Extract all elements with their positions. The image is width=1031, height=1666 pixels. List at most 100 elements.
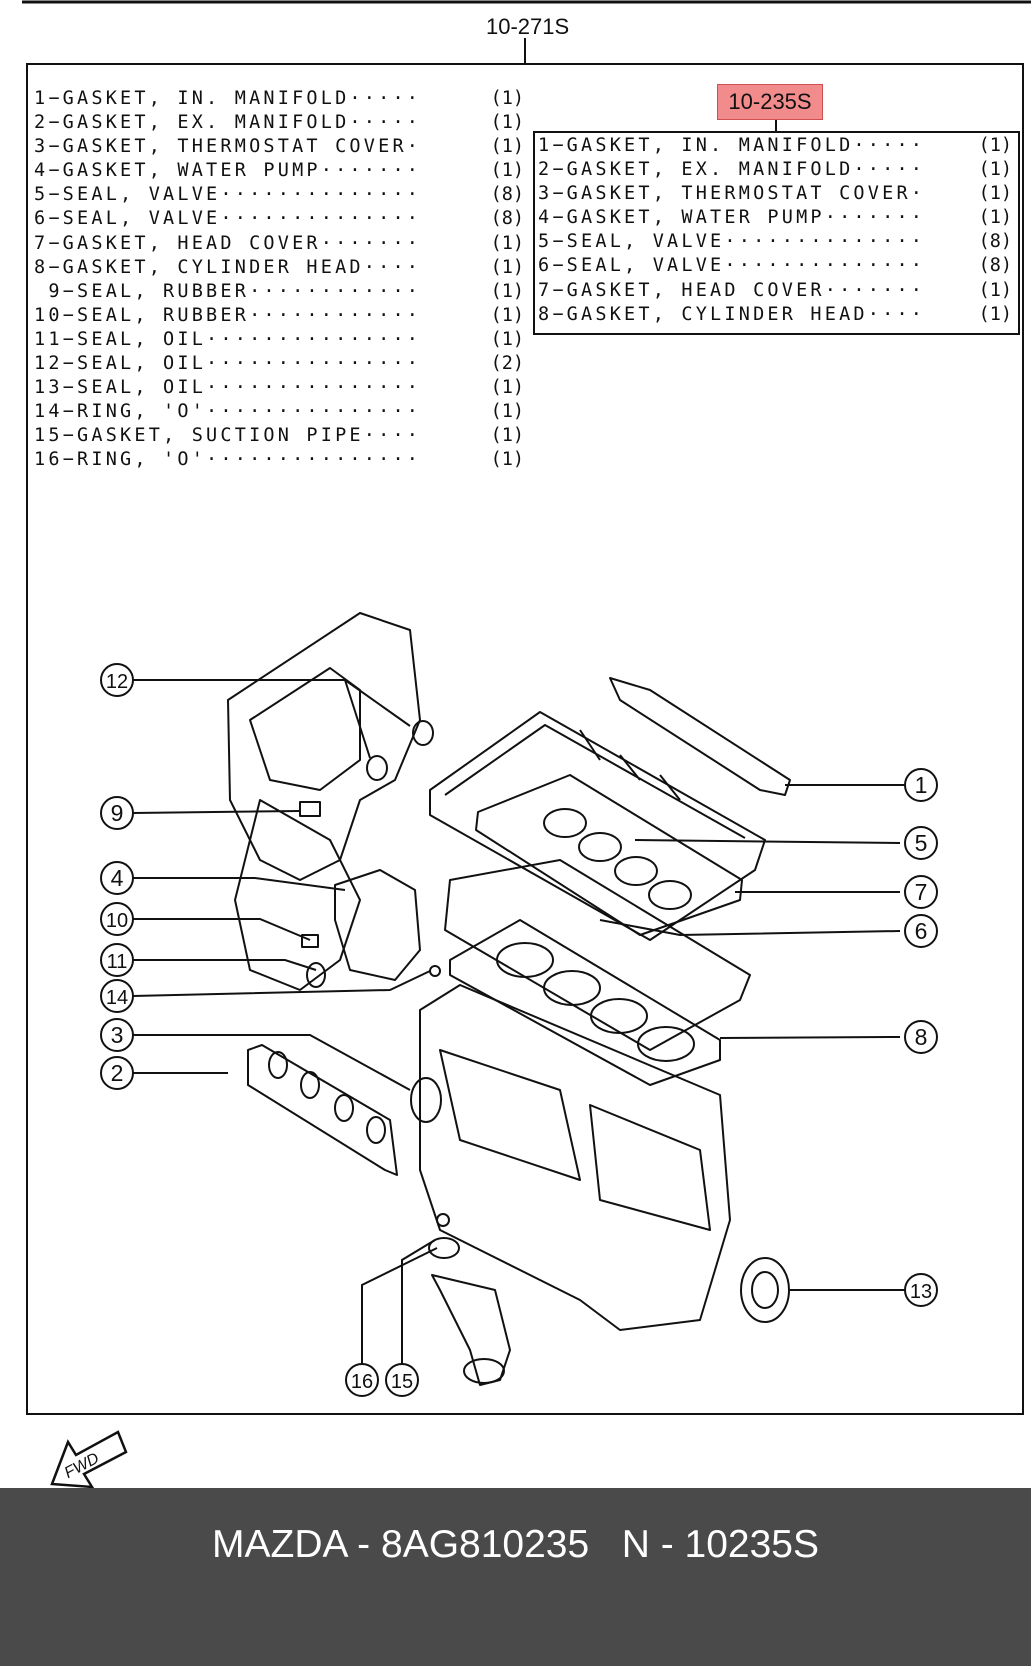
- callout-7: 7: [904, 875, 938, 909]
- parts-list-item: 7−GASKET, HEAD COVER·······(1): [538, 279, 1012, 303]
- part-name: 11−SEAL, OIL···············: [34, 328, 422, 350]
- part-quantity: (8): [978, 231, 1012, 253]
- callout-14: 14: [100, 979, 134, 1013]
- parts-list-item: 14−RING, 'O'··············· (1): [34, 400, 524, 424]
- part-name: 5−SEAL, VALVE··············: [538, 231, 926, 253]
- part-quantity: (2): [490, 353, 524, 375]
- sub-kit-code: 10-235S: [717, 84, 823, 120]
- part-name: 8−GASKET, CYLINDER HEAD····: [538, 303, 926, 325]
- part-quantity: (1): [490, 377, 524, 399]
- part-name: 3−GASKET, THERMOSTAT COVER·: [538, 183, 926, 205]
- part-quantity: (1): [490, 304, 524, 326]
- part-quantity: (1): [490, 280, 524, 302]
- part-name: 6−SEAL, VALVE··············: [34, 208, 422, 230]
- parts-list-item: 2−GASKET, EX. MANIFOLD·····(1): [538, 158, 1012, 182]
- main-kit-code: 10-271S: [486, 14, 570, 39]
- part-name: 1−GASKET, IN. MANIFOLD·····: [538, 135, 926, 156]
- callout-13: 13: [904, 1273, 938, 1307]
- part-name: 5−SEAL, VALVE··············: [34, 184, 422, 206]
- part-name: 2−GASKET, EX. MANIFOLD·····: [34, 112, 422, 134]
- callout-5: 5: [904, 826, 938, 860]
- part-name: 1−GASKET, IN. MANIFOLD·····: [34, 88, 422, 109]
- callout-10: 10: [100, 902, 134, 936]
- diagram-frame: [26, 63, 1024, 1415]
- part-name: 7−GASKET, HEAD COVER·······: [538, 279, 926, 301]
- svg-text:2: 2: [111, 1060, 124, 1086]
- part-quantity: (8): [490, 184, 524, 206]
- part-name: 15−GASKET, SUCTION PIPE····: [34, 425, 422, 447]
- fwd-arrow-icon: FWD: [50, 1430, 128, 1489]
- part-name: 8−GASKET, CYLINDER HEAD····: [34, 256, 422, 278]
- part-quantity: (1): [490, 232, 524, 254]
- parts-list-item: 2−GASKET, EX. MANIFOLD·····(1): [34, 111, 524, 135]
- svg-text:12: 12: [106, 671, 128, 693]
- callout-2: 2: [100, 1056, 134, 1090]
- callout-12: 12: [100, 663, 134, 697]
- part-quantity: (1): [978, 303, 1012, 325]
- callout-11: 11: [100, 943, 134, 977]
- part-quantity: (1): [490, 401, 524, 423]
- parts-list-item: 9−SEAL, RUBBER············ (1): [34, 280, 524, 304]
- callout-8: 8: [904, 1020, 938, 1054]
- svg-text:15: 15: [391, 1371, 413, 1393]
- callout-leaders: [132, 679, 905, 1366]
- svg-text:7: 7: [915, 879, 928, 905]
- parts-list-item: 6−SEAL, VALVE·············· (8): [538, 254, 1012, 278]
- part-name: 3−GASKET, THERMOSTAT COVER·: [34, 136, 422, 158]
- part-name: 16−RING, 'O'···············: [34, 449, 422, 471]
- parts-list-item: 5−SEAL, VALVE·············· (8): [538, 230, 1012, 254]
- parts-list-item: 3−GASKET, THERMOSTAT COVER·(1): [34, 135, 524, 159]
- callout-6: 6: [904, 914, 938, 948]
- parts-list-item: 15−GASKET, SUCTION PIPE····(1): [34, 424, 524, 448]
- part-quantity: (1): [490, 160, 524, 182]
- parts-list-item: 6−SEAL, VALVE·············· (8): [34, 207, 524, 231]
- parts-list-item: 13−SEAL, OIL··············· (1): [34, 376, 524, 400]
- parts-list-item: 7−GASKET, HEAD COVER······· (1): [34, 232, 524, 256]
- part-quantity: (1): [490, 328, 524, 350]
- part-quantity: (8): [490, 208, 524, 230]
- svg-text:9: 9: [111, 800, 124, 826]
- svg-text:11: 11: [107, 951, 128, 973]
- svg-text:1: 1: [915, 772, 928, 798]
- part-quantity: (1): [490, 449, 524, 471]
- svg-text:13: 13: [910, 1281, 932, 1303]
- parts-list-item: 8−GASKET, CYLINDER HEAD···· (1): [538, 303, 1012, 327]
- part-name: 9−SEAL, RUBBER············: [34, 280, 422, 302]
- callout-15: 15: [385, 1363, 419, 1397]
- footer-bar: [0, 1488, 1031, 1666]
- callout-4: 4: [100, 861, 134, 895]
- parts-list-item: 3−GASKET, THERMOSTAT COVER·(1): [538, 182, 1012, 206]
- callout-3: 3: [100, 1018, 134, 1052]
- part-number-caption: MAZDA - 8AG810235 N - 10235S: [212, 1523, 819, 1566]
- parts-list-item: 8−GASKET, CYLINDER HEAD···· (1): [34, 256, 524, 280]
- svg-text:4: 4: [111, 865, 124, 891]
- sub-kit-box: [533, 131, 1020, 335]
- part-name: 4−GASKET, WATER PUMP·······: [538, 207, 926, 229]
- parts-list-item: 4−GASKET, WATER PUMP·······(1): [34, 159, 524, 183]
- callout-16: 16: [345, 1363, 379, 1397]
- part-name: 14−RING, 'O'···············: [34, 401, 422, 423]
- part-quantity: (1): [490, 88, 524, 109]
- parts-list-item: 1−GASKET, IN. MANIFOLD····· (1): [34, 87, 524, 111]
- part-name: 13−SEAL, OIL···············: [34, 377, 422, 399]
- sub-kit-parts-list: 1−GASKET, IN. MANIFOLD·····(1)2−GASKET, …: [538, 134, 1012, 327]
- svg-text:10: 10: [106, 910, 128, 932]
- part-quantity: (1): [978, 135, 1012, 156]
- svg-text:8: 8: [915, 1024, 928, 1050]
- svg-text:5: 5: [915, 830, 928, 856]
- parts-list-item: 4−GASKET, WATER PUMP·······(1): [538, 206, 1012, 230]
- svg-text:3: 3: [111, 1022, 124, 1048]
- part-quantity: (8): [978, 255, 1012, 277]
- part-name: 7−GASKET, HEAD COVER·······: [34, 232, 422, 254]
- main-parts-list: 1−GASKET, IN. MANIFOLD·····(1)2−GASKET, …: [34, 87, 524, 473]
- part-name: 12−SEAL, OIL···············: [34, 353, 422, 375]
- callout-1: 1: [904, 768, 938, 802]
- parts-list-item: 10−SEAL, RUBBER············(1): [34, 304, 524, 328]
- part-quantity: (1): [490, 256, 524, 278]
- part-name: 6−SEAL, VALVE··············: [538, 255, 926, 277]
- engine-drawing: [227, 612, 791, 1386]
- parts-list-item: 1−GASKET, IN. MANIFOLD····· (1): [538, 134, 1012, 158]
- svg-text:6: 6: [915, 918, 928, 944]
- parts-list-item: 16−RING, 'O'··············· (1): [34, 448, 524, 472]
